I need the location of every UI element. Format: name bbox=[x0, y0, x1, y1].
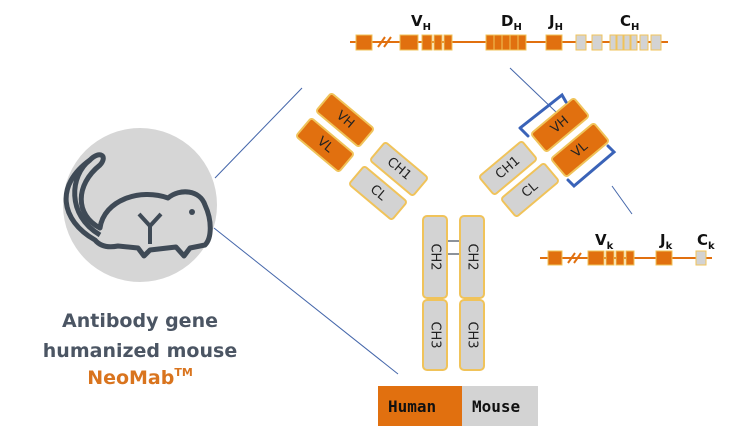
legend-mouse: Mouse bbox=[462, 386, 538, 426]
connector-lines bbox=[213, 67, 633, 375]
ch3-domain-left: CH3 bbox=[422, 299, 448, 371]
trademark-mark: TM bbox=[174, 366, 193, 379]
fab-arm-right: VH CH1 VL CL bbox=[479, 98, 609, 217]
variable-region-brackets bbox=[518, 92, 617, 189]
legend-human: Human bbox=[378, 386, 462, 426]
jh-gene-label: JH bbox=[548, 12, 563, 33]
ch-gene-label: CH bbox=[620, 12, 639, 33]
antibody-icon bbox=[137, 212, 163, 244]
antibody-stem: CH2 CH2 CH3 CH3 bbox=[422, 215, 485, 371]
ch2-domain-left: CH2 bbox=[422, 215, 448, 299]
fab-arm-left: VH CH1 VL CL bbox=[296, 93, 428, 220]
ch2-domain-right: CH2 bbox=[459, 215, 485, 299]
kappa-chain-locus: Vk Jk Ck bbox=[540, 231, 715, 266]
svg-text:CH2: CH2 bbox=[465, 243, 480, 270]
vk-gene-label: Vk bbox=[595, 231, 614, 252]
brand-label: NeoMab bbox=[87, 367, 175, 389]
mouse-icon bbox=[63, 152, 213, 259]
caption-line-2: humanized mouse bbox=[42, 340, 238, 362]
svg-text:CH3: CH3 bbox=[428, 321, 443, 348]
jk-gene-label: Jk bbox=[659, 231, 673, 252]
heavy-chain-locus: VH DH JH CH bbox=[350, 12, 668, 51]
vh-gene-label: VH bbox=[411, 12, 431, 33]
legend: Human Mouse bbox=[378, 386, 538, 426]
svg-text:CH2: CH2 bbox=[428, 243, 443, 270]
ck-gene-label: Ck bbox=[697, 231, 715, 252]
brand-name: NeoMabTM bbox=[30, 366, 250, 389]
svg-text:CH3: CH3 bbox=[465, 321, 480, 348]
dh-gene-label: DH bbox=[501, 12, 522, 33]
ch3-domain-right: CH3 bbox=[459, 299, 485, 371]
caption-line-1: Antibody gene bbox=[62, 310, 218, 332]
mouse-illustration bbox=[63, 128, 217, 282]
